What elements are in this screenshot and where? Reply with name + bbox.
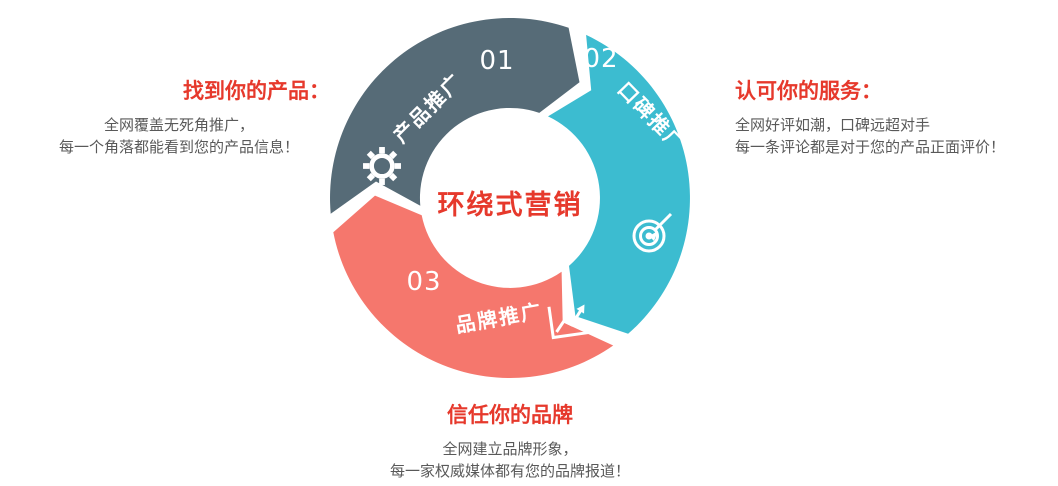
segment-number-brand: 03 (406, 267, 442, 297)
callout-right-line-1: 全网好评如潮，口碑远超对手 (735, 115, 931, 134)
segment-number-word-of-mouth: 02 (583, 44, 619, 74)
callout-bottom-heading: 信任你的品牌 (447, 403, 573, 427)
callout-bottom-line-2: 每一家权威媒体都有您的品牌报道！ (389, 462, 630, 480)
callout-left-line-1: 全网覆盖无死角推广， (103, 115, 254, 134)
callout-find-product: 找到你的产品： 全网覆盖无死角推广， 每一个角落都能看到您的产品信息！ (28, 76, 330, 159)
segment-word-of-mouth-arc (548, 34, 690, 334)
target-icon (632, 212, 673, 253)
callout-right-line-2: 每一条评论都是对于您的产品正面评价！ (735, 138, 1006, 156)
center-title: 环绕式营销 (437, 190, 583, 221)
callout-bottom-line-1: 全网建立品牌形象， (442, 439, 578, 458)
callout-trust-brand: 信任你的品牌 全网建立品牌形象， 每一家权威媒体都有您的品牌报道！ (360, 400, 660, 483)
callout-right-heading: 认可你的服务： (735, 79, 882, 103)
callout-left-line-2: 每一个角落都能看到您的产品信息！ (58, 138, 299, 156)
line-chart-icon (547, 304, 593, 340)
callout-left-heading: 找到你的产品： (183, 79, 330, 103)
callout-approve-service: 认可你的服务： 全网好评如潮，口碑远超对手 每一条评论都是对于您的产品正面评价！ (735, 76, 1047, 159)
segment-number-product: 01 (479, 46, 515, 76)
gear-icon (363, 147, 401, 185)
segment-brand-arc (333, 195, 614, 379)
